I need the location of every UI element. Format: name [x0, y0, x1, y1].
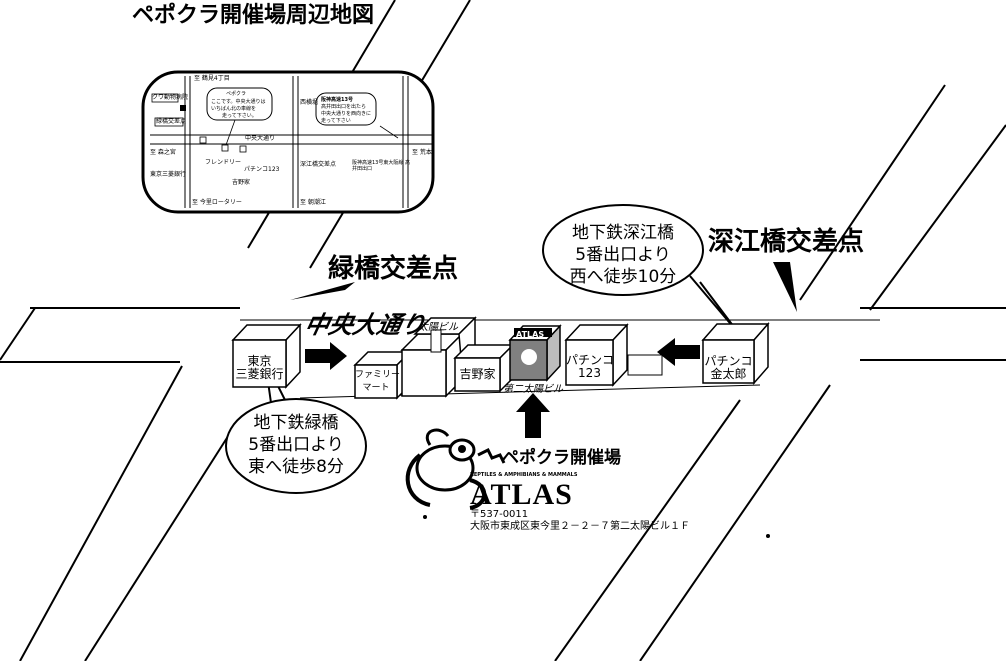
postal-code: 〒537-0011 — [470, 509, 529, 520]
inset-note-hanshin: 阪神高速13号 — [321, 97, 353, 103]
venue-address: 大阪市東成区東今里２－２－７第二太陽ビル１Ｆ — [470, 521, 690, 532]
inset-note-hanshin-4: 走って下さい — [321, 118, 351, 124]
inset-note-pepo-3: 走って下さい。 — [222, 113, 257, 119]
inset-label-kuwa: クワ動物病院 — [152, 94, 189, 101]
inset-label-south2: 至 朝潮江 — [300, 199, 326, 206]
bubble-line: 地下鉄深江橋 — [572, 223, 674, 243]
inset-map — [141, 70, 435, 214]
label-tokyo-mitsubishi: 東京 三菱銀行 — [235, 354, 284, 381]
inset-label-midori: 緑橋交差点 — [156, 118, 187, 125]
map-title: ペポクラ開催場周辺地図 — [132, 3, 375, 28]
inset-label-west: 至 森之宮 — [150, 149, 176, 156]
inset-label-yoshinoya: 吉野家 — [232, 179, 251, 186]
label-daini-taiyo: 第二太陽ビル — [503, 384, 563, 395]
midori-crossing-label: 緑橋交差点 — [328, 254, 459, 284]
bubble-line: 地下鉄緑橋 — [253, 413, 339, 433]
building-tokyo-mitsubishi — [231, 323, 302, 389]
chuo-odori-label: 中央大通り — [302, 311, 429, 339]
inset-note-hanshin-3: 中央大通りを西向きに — [321, 111, 372, 117]
arrow-left-icon — [657, 338, 700, 366]
arrow-right-icon — [305, 342, 347, 370]
label-atlas-sign: ATLAS — [516, 330, 545, 339]
building-pachinko-kintaro — [701, 322, 770, 385]
arrow-up-icon — [516, 393, 550, 438]
bubble-line: 西へ徒歩10分 — [569, 267, 677, 287]
venue-label: ペポクラ開催場 — [502, 448, 621, 468]
atlas-name: ATLAS — [470, 478, 573, 511]
building-daini-taiyo — [508, 324, 562, 382]
building-pachinko123 — [564, 323, 663, 387]
inset-label-chuo: 中央大通り — [245, 135, 276, 142]
bubble-line: 5番出口より — [248, 435, 344, 455]
inset-note-hanshin-2: 高井田出口を出たら — [321, 104, 367, 110]
label-pachinko123: パチンコ 123 — [566, 353, 615, 380]
inset-note-pepo-1: ここです。中央大通りは — [211, 99, 266, 105]
inset-label-south: 至 今里ロータリー — [192, 199, 242, 206]
fukae-crossing-label: 深江橋交差点 — [708, 227, 865, 257]
fukae-station-bubble: 地下鉄深江橋 5番出口より 西へ徒歩10分 — [560, 222, 686, 288]
frog-logo-icon — [405, 428, 506, 510]
inset-label-tokyo: 東京三菱銀行 — [150, 171, 187, 178]
inset-label-nishi: 西横堀 — [300, 99, 319, 106]
label-pachinko-kintaro: パチンコ 金太郎 — [704, 354, 753, 381]
inset-label-east: 至 荒本 — [412, 149, 432, 156]
inset-label-fukae: 深江橋交差点 — [300, 161, 337, 168]
inset-label-north: 至 鶴見4丁目 — [194, 75, 230, 82]
atlas-tagline: REPTILES & AMPHIBIANS & MAMMALS — [470, 472, 578, 478]
inset-note-pepo-title: ペポクラ — [226, 91, 247, 97]
bubble-line: 東へ徒歩8分 — [248, 457, 344, 477]
inset-note-pepo-2: いちばん北の車線を — [211, 106, 257, 112]
inset-label-pachinko: パチンコ123 — [244, 166, 280, 173]
label-family-mart: ファミリー マート — [355, 370, 401, 393]
bubble-line: 5番出口より — [575, 245, 671, 265]
midori-station-bubble: 地下鉄緑橋 5番出口より 東へ徒歩8分 — [236, 412, 356, 478]
label-taiyo-bldg: 太陽ビル — [418, 322, 458, 333]
inset-label-friendly: フレンドリー — [205, 159, 242, 166]
label-yoshinoya: 吉野家 — [459, 367, 496, 381]
inset-label-hanshin-exit: 阪神高速13号東大阪線 高井田出口 — [352, 160, 410, 172]
